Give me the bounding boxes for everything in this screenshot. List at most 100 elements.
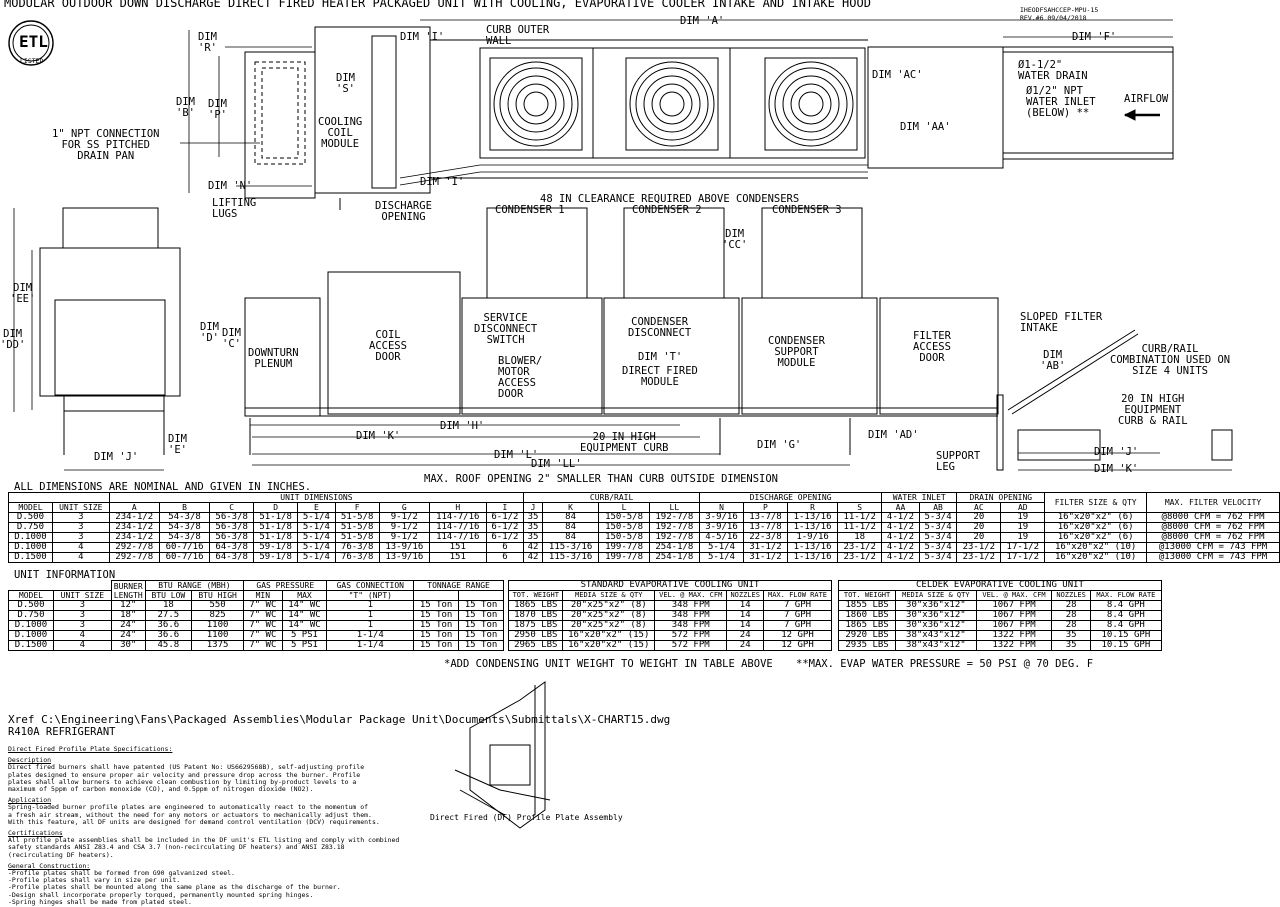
table-cell: 114-7/16 xyxy=(428,522,487,533)
notes-heading: Application xyxy=(8,797,52,805)
table-cell: 30"x36"x12" xyxy=(895,600,977,611)
sloped-filter-intake-label: SLOPED FILTER INTAKE xyxy=(1020,311,1103,334)
table-cell: 18" xyxy=(110,610,146,621)
table-cell: @13000 CFM = 743 FPM xyxy=(1146,552,1280,563)
table-cell: 84 xyxy=(541,522,600,533)
table-cell: 2950 LBS xyxy=(507,630,564,641)
fan-3 xyxy=(764,57,858,151)
table-cell: D.1000 xyxy=(8,542,53,553)
dim-i-top-label: DIM 'I' xyxy=(400,31,445,43)
gas-connection-header: GAS CONNECTION xyxy=(326,580,415,591)
table-cell: 19 xyxy=(1000,512,1046,523)
column-header: MAX. FLOW RATE xyxy=(1089,590,1163,601)
assembly-caption: Direct Fired (DF) Profile Plate Assembly xyxy=(430,813,623,822)
table-cell: 4-5/16 xyxy=(699,532,744,543)
table-cell: 8.4 GPH xyxy=(1089,600,1163,611)
table-cell: 23-1/2 xyxy=(837,542,883,553)
notes-line: With this feature, all DF units are desi… xyxy=(8,818,380,826)
table-cell: D.750 xyxy=(8,522,53,533)
column-header: H xyxy=(428,502,487,513)
table-cell: 3 xyxy=(52,610,112,621)
table-cell: D.1000 xyxy=(8,532,53,543)
unit-table-caption: UNIT INFORMATION xyxy=(14,569,116,581)
table-cell: 84 xyxy=(541,532,600,543)
table-cell: 4-1/2 xyxy=(881,532,920,543)
table-cell: 6 xyxy=(485,552,525,563)
table-cell: 14 xyxy=(726,610,765,621)
table-cell: 292-7/8 xyxy=(108,552,160,563)
table-cell: 5 PSI xyxy=(281,640,328,651)
table-cell: 6 xyxy=(485,542,525,553)
dim-d-label: DIM 'D' xyxy=(200,321,219,344)
table-cell: 14 xyxy=(726,620,765,631)
table-cell: 5-1/4 xyxy=(297,552,336,563)
table-cell: 7 GPH xyxy=(763,600,832,611)
notes-heading: General Construction: xyxy=(8,862,91,870)
dim-p-label: DIM 'P' xyxy=(208,98,227,121)
table-cell: 3-9/16 xyxy=(699,512,744,523)
notes-heading: Direct Fired Profile Plate Specification… xyxy=(8,746,173,753)
table-cell: 35 xyxy=(1051,640,1091,651)
npt-header: "T" (NPT) xyxy=(326,590,415,601)
table-cell: 30"x36"x12" xyxy=(895,620,977,631)
table-cell: 56-3/8 xyxy=(209,522,255,533)
table-cell: 28 xyxy=(1051,620,1091,631)
table-cell: 4-1/2 xyxy=(881,542,920,553)
column-header: TOT. WEIGHT xyxy=(507,590,564,601)
column-header: AC xyxy=(956,502,1002,513)
table-cell: 64-3/8 xyxy=(209,552,255,563)
table-cell: 28 xyxy=(1051,610,1091,621)
table-cell: 3 xyxy=(51,512,110,523)
table-cell: 15 Ton xyxy=(413,600,460,611)
table-cell: 13-7/8 xyxy=(742,522,788,533)
table-cell: D.500 xyxy=(8,512,53,523)
table-cell: 38"x43"x12" xyxy=(895,630,977,641)
equip-curb-label: 20 IN HIGH EQUIPMENT CURB xyxy=(580,431,669,454)
table-cell: 192-7/8 xyxy=(648,522,701,533)
table-cell: 199-7/8 xyxy=(598,542,650,553)
table-cell: 3 xyxy=(51,532,110,543)
etl-logo xyxy=(8,20,54,66)
column-header: N xyxy=(699,502,744,513)
dim-t-label: DIM 'T' xyxy=(638,351,683,363)
unit-information-table: BURNER LENGTH BTU RANGE (MBH) GAS PRESSU… xyxy=(8,580,504,651)
table-cell: 30" xyxy=(110,640,146,651)
table-cell: 234-1/2 xyxy=(108,532,160,543)
table-cell: 17-1/2 xyxy=(1000,552,1046,563)
table-cell: 572 FPM xyxy=(654,630,728,641)
table-cell: 1870 LBS xyxy=(507,610,564,621)
notes-heading: Description xyxy=(8,757,52,765)
column-header: G xyxy=(378,502,430,513)
table-cell: 1860 LBS xyxy=(837,610,897,621)
table-cell: 28 xyxy=(1051,600,1091,611)
celdek-caption: CELDEK EVAPORATIVE COOLING UNIT xyxy=(838,580,1162,591)
table-cell: 35 xyxy=(523,522,543,533)
table-cell: 20 xyxy=(956,532,1002,543)
table-cell: 60-7/16 xyxy=(158,552,211,563)
table-cell: 6-1/2 xyxy=(485,532,525,543)
table-cell: 192-7/8 xyxy=(648,512,701,523)
column-header: L xyxy=(598,502,650,513)
curb-rail-note: CURB/RAIL COMBINATION USED ON SIZE 4 UNI… xyxy=(1110,343,1231,377)
table-cell: 1-13/16 xyxy=(786,552,839,563)
table-cell: 234-1/2 xyxy=(108,512,160,523)
profile-plate-notes: Direct Fired Profile Plate Specification… xyxy=(8,746,408,906)
notes-line: safety standards ANSI Z83.4 and CSA 3.7 … xyxy=(8,844,345,852)
fan-1 xyxy=(489,57,583,151)
table-cell: 10.15 GPH xyxy=(1089,640,1163,651)
table-cell: 24" xyxy=(110,630,146,641)
table-cell: 54-3/8 xyxy=(158,532,211,543)
dim-cc-label: DIM 'CC' xyxy=(722,228,748,251)
column-header: NOZZLES xyxy=(726,590,765,601)
table-cell: 2965 LBS xyxy=(507,640,564,651)
table-cell: 12 GPH xyxy=(763,640,832,651)
group-header: DRAIN OPENING xyxy=(956,492,1046,503)
table-cell: 15 Ton xyxy=(413,630,460,641)
condenser-1-label: CONDENSER 1 xyxy=(495,204,565,216)
